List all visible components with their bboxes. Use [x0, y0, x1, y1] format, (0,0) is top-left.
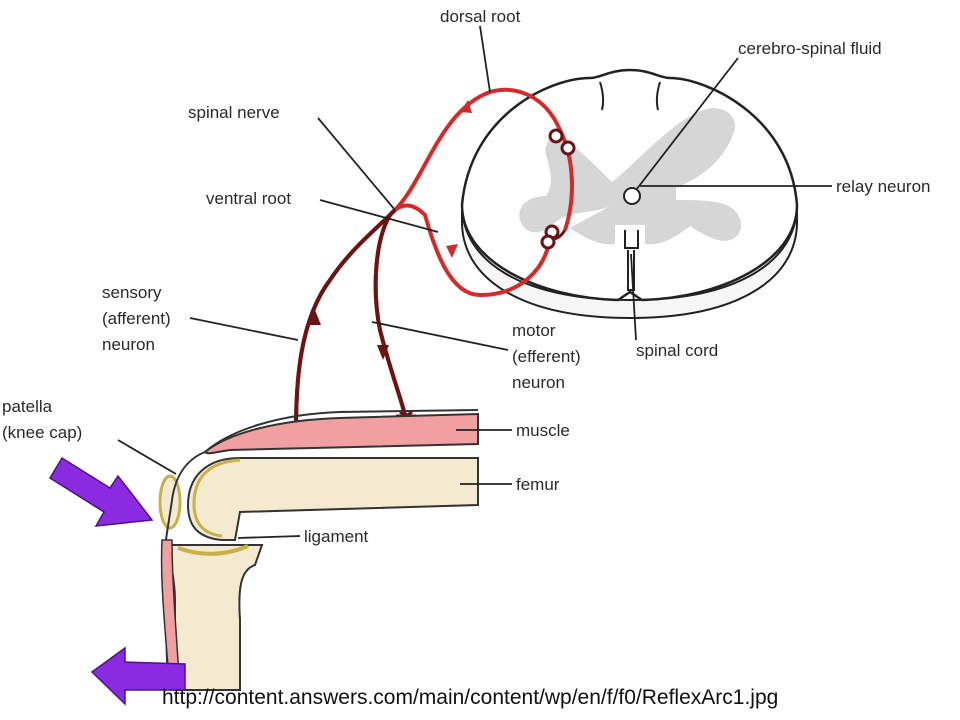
label-sensory-2: (afferent) [102, 309, 171, 328]
grey-matter [519, 108, 742, 245]
tap-arrow-icon [48, 456, 154, 527]
spinal-cord-section [460, 68, 799, 320]
force-arrows [48, 456, 186, 706]
kick-arrow-icon [90, 646, 186, 706]
label-sensory-1: sensory [102, 283, 162, 302]
label-patella-1: patella [2, 397, 53, 416]
label-ligament: ligament [304, 527, 369, 546]
arrow-motor-upper [446, 244, 458, 258]
label-dorsal-root: dorsal root [440, 7, 521, 26]
synapse-dorsal-2 [560, 140, 576, 156]
label-spinal-cord: spinal cord [636, 341, 718, 360]
synapse-dorsal-1 [548, 128, 564, 144]
relay-neuron-body [623, 187, 641, 205]
label-femur: femur [516, 475, 560, 494]
leader-lines [117, 25, 832, 539]
label-muscle: muscle [516, 421, 570, 440]
label-motor-1: motor [512, 321, 556, 340]
arrow-sensory-lower [309, 310, 321, 325]
leg [158, 409, 479, 691]
label-motor-2: (efferent) [512, 347, 581, 366]
patella-shape [158, 474, 182, 530]
nerve-pathways [286, 87, 576, 442]
femur-condyle [192, 458, 241, 538]
arrow-motor-lower [377, 345, 389, 360]
labels: dorsal root cerebro-spinal fluid spinal … [2, 7, 931, 546]
label-motor-3: neuron [512, 373, 565, 392]
dorsal-fissure [599, 81, 661, 111]
spinal-cord-underside [461, 204, 798, 320]
label-ventral-root: ventral root [206, 189, 291, 208]
arrow-sensory-upper [460, 100, 472, 113]
label-spinal-nerve: spinal nerve [188, 103, 280, 122]
label-patella-2: (knee cap) [2, 423, 82, 442]
source-url: http://content.answers.com/main/content/… [162, 686, 779, 709]
motor-neuron-dark [373, 213, 407, 416]
muscle-shape [203, 412, 479, 455]
femur-shape [186, 457, 479, 541]
sensory-neuron-dark [294, 208, 397, 431]
synapse-ventral-2 [540, 234, 556, 250]
label-sensory-3: neuron [102, 335, 155, 354]
label-relay-neuron: relay neuron [836, 177, 931, 196]
thigh-skin [204, 409, 479, 453]
ligament-shape [177, 544, 249, 556]
label-cerebro-spinal-fluid: cerebro-spinal fluid [738, 39, 882, 58]
